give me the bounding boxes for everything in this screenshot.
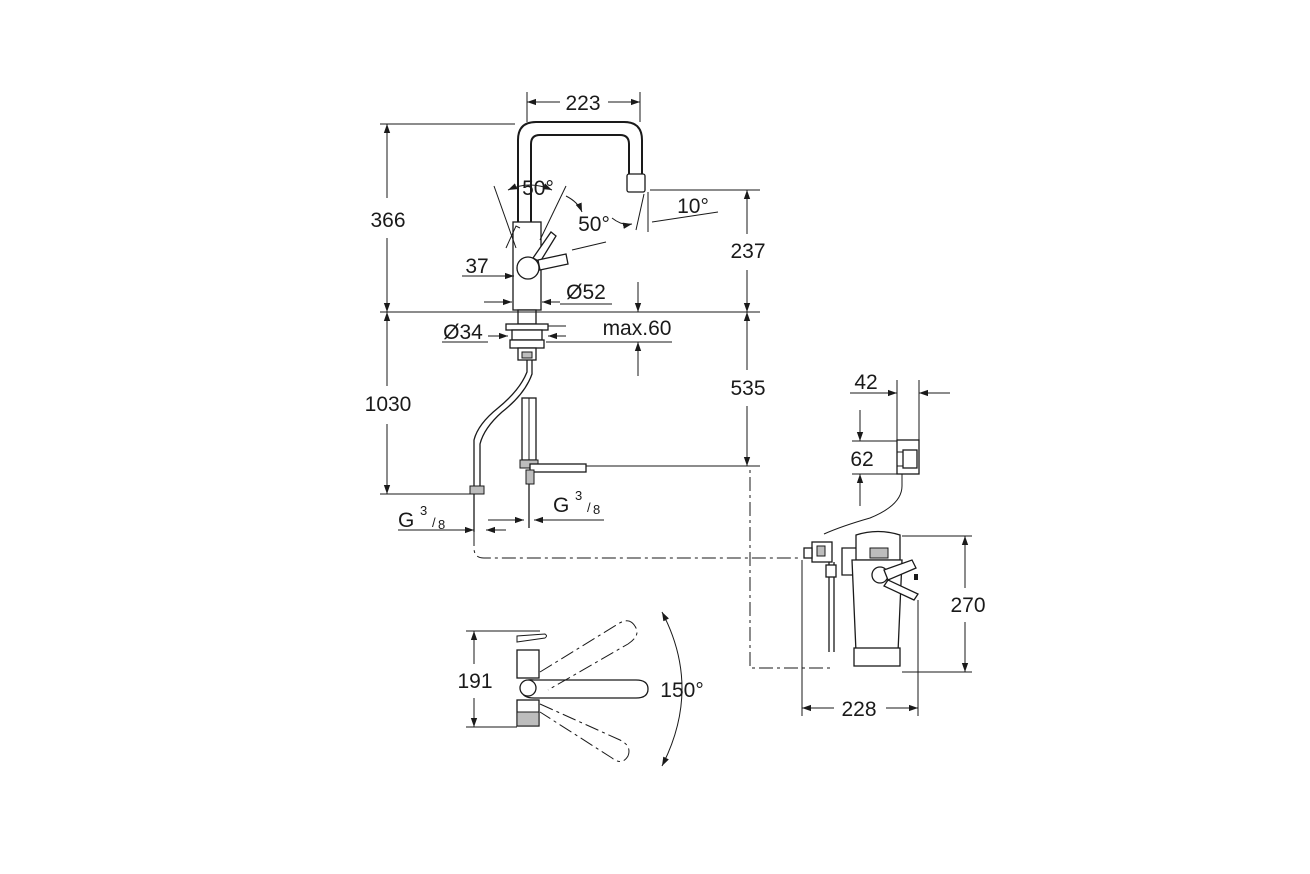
label-body-diameter: Ø52 xyxy=(566,281,606,304)
label-filter-height: 270 xyxy=(950,594,985,617)
label-connection-left-num: 3 xyxy=(420,503,427,518)
label-filter-width: 228 xyxy=(841,698,876,721)
label-lever-offset: 37 xyxy=(465,255,488,278)
label-swivel-angle: 150° xyxy=(660,679,703,702)
label-lever-angle-back: 50° xyxy=(522,177,554,200)
label-faucet-height: 366 xyxy=(370,209,405,232)
label-lever-angle-front: 50° xyxy=(578,213,610,236)
label-battery-width: 42 xyxy=(854,371,877,394)
label-below-deck: 535 xyxy=(730,377,765,400)
faucet-side-view xyxy=(469,121,719,532)
label-connection-right-num: 3 xyxy=(575,488,582,503)
label-connection-right-g: G xyxy=(553,494,569,517)
spray-head xyxy=(626,173,646,193)
filter-unit xyxy=(803,530,919,667)
fraction-slash-right: / xyxy=(587,500,591,515)
label-connection-right-den: 8 xyxy=(593,502,600,517)
dimension-labels: 223 366 50° 50° 10° 237 37 Ø52 Ø34 max.6… xyxy=(365,92,986,721)
top-view xyxy=(516,611,683,767)
label-spout-clearance: 237 xyxy=(730,240,765,263)
fraction-slash-left: / xyxy=(432,515,436,530)
label-top-view-depth: 191 xyxy=(457,670,492,693)
label-battery-height: 62 xyxy=(850,448,873,471)
label-hose-length: 1030 xyxy=(365,393,412,416)
hose-path xyxy=(473,465,830,669)
label-connection-left-den: 8 xyxy=(438,517,445,532)
label-spout-reach: 223 xyxy=(565,92,600,115)
label-spray-angle: 10° xyxy=(677,195,709,218)
label-connection-left-g: G xyxy=(398,509,414,532)
label-mount-diameter: Ø34 xyxy=(443,321,483,344)
label-deck-thickness: max.60 xyxy=(603,317,672,340)
lever-forward xyxy=(537,253,569,271)
dimension-lines xyxy=(380,92,972,728)
battery-box xyxy=(823,439,920,535)
lever-hub xyxy=(516,256,540,280)
